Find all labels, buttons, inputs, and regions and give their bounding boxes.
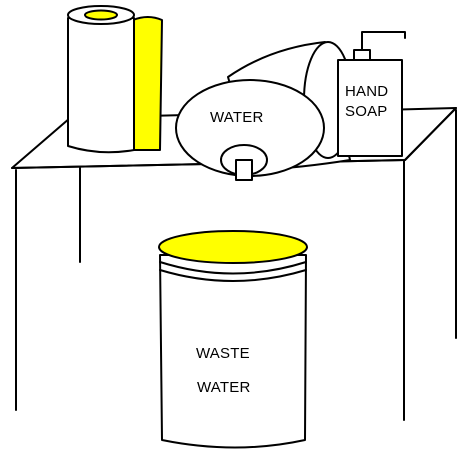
hand-soap-bottle: HAND SOAP [338,32,405,156]
spigot-nozzle [236,160,252,180]
waste-label-line1: WASTE [196,345,250,362]
paper-towel-core [85,11,117,20]
waste-label-line2: WATER [197,379,251,396]
hand-soap-label-line2: SOAP [345,103,387,120]
water-container: WATER [176,42,352,180]
paper-towel-sheet [133,17,162,150]
paper-towel-roll [68,6,162,152]
paper-towel-body [68,18,134,152]
hand-soap-label-line1: HAND [345,83,388,100]
waste-water-bucket: WASTE WATER [159,231,307,448]
bucket-lid [159,231,307,263]
water-label: WATER [210,109,264,126]
